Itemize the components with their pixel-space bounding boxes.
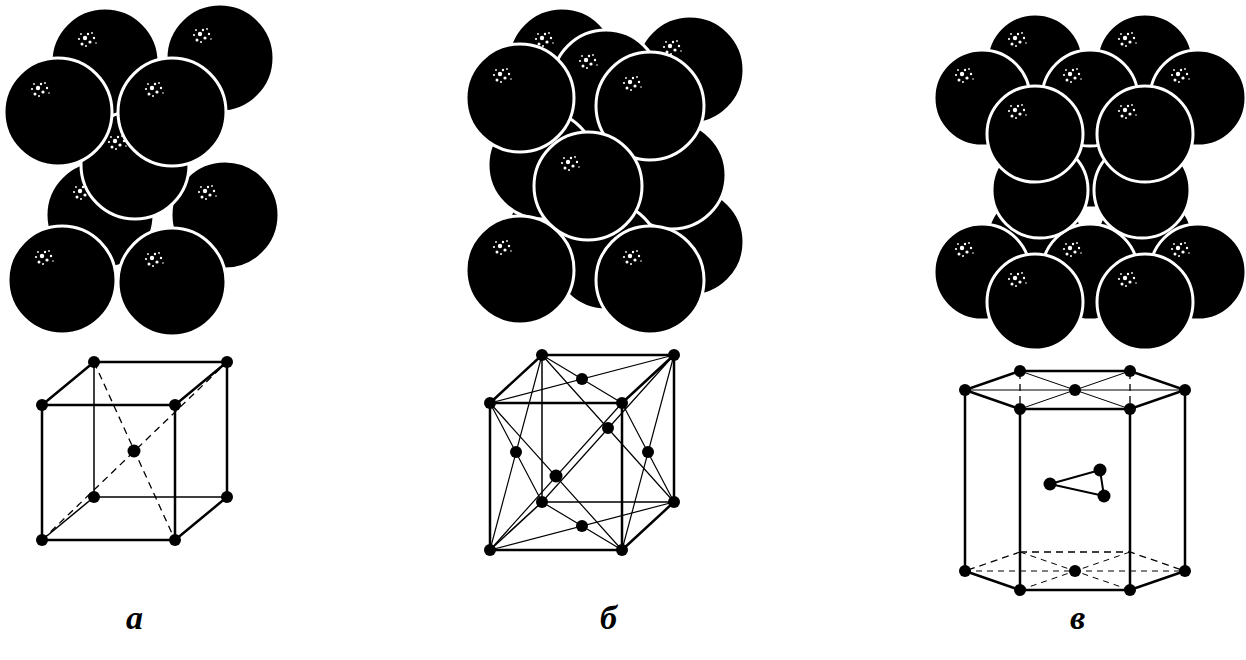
hcp-spheres: [934, 14, 1246, 350]
panel-letter: в: [1070, 601, 1085, 635]
hcp-lattice: [959, 365, 1191, 596]
panel-letter: б: [600, 601, 617, 635]
fcc-lattice: [484, 349, 680, 556]
fcc-spheres: [466, 8, 744, 334]
panel-letter: а: [126, 601, 143, 635]
bcc-spheres: [4, 4, 279, 336]
bcc-lattice: [36, 356, 233, 546]
